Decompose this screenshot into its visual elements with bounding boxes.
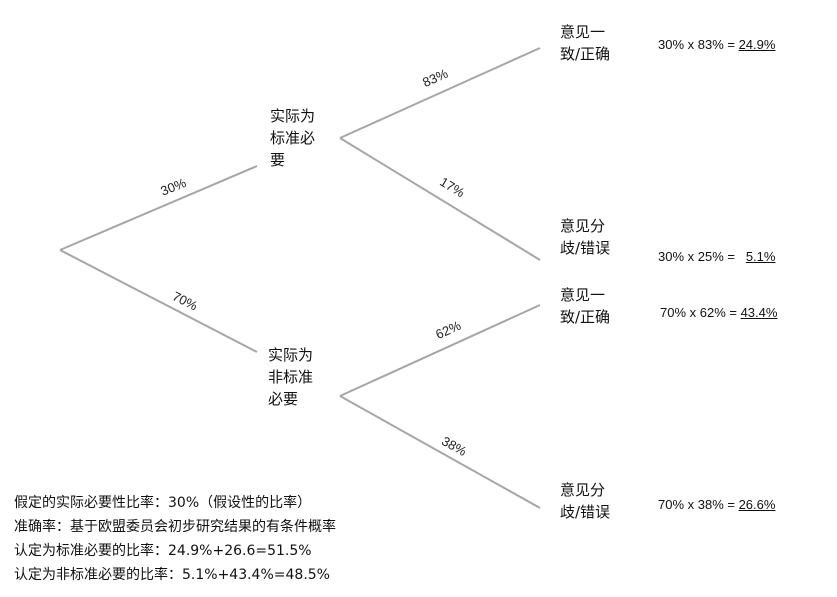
branch-line-30 bbox=[59, 165, 258, 251]
node-disagree-2: 意见分 歧/错误 bbox=[560, 479, 610, 523]
calc-expr: 30% x 83% = bbox=[658, 37, 739, 52]
calc-disagree-1: 30% x 25% = 5.1% bbox=[658, 249, 775, 264]
branch-label-62: 62% bbox=[433, 318, 463, 342]
note-line: 准确率：基于欧盟委员会初步研究结果的有条件概率 bbox=[14, 519, 336, 535]
calc-expr: 30% x 25% = bbox=[658, 249, 746, 264]
node-line: 非标准 bbox=[268, 368, 314, 386]
calc-result: 24.9% bbox=[738, 37, 776, 52]
branch-label-38: 38% bbox=[439, 433, 469, 459]
calc-result: 43.4% bbox=[740, 305, 778, 320]
note-line: 认定为标准必要的比率：24.9%+26.6=51.5% bbox=[14, 543, 312, 559]
calc-expr: 70% x 38% = bbox=[658, 497, 739, 512]
calc-disagree-2: 70% x 38% = 26.6% bbox=[658, 497, 775, 512]
calc-result: 5.1% bbox=[745, 249, 776, 264]
node-line: 意见分 bbox=[560, 217, 606, 235]
node-agree-2: 意见一 致/正确 bbox=[560, 284, 610, 328]
branch-line-17 bbox=[339, 137, 541, 261]
node-line: 实际为 bbox=[270, 107, 316, 125]
branch-line-38 bbox=[339, 395, 541, 509]
branch-label-83: 83% bbox=[420, 66, 450, 90]
node-line: 歧/错误 bbox=[560, 239, 611, 257]
calc-result: 26.6% bbox=[738, 497, 776, 512]
node-line: 意见一 bbox=[560, 286, 606, 304]
branch-line-62 bbox=[339, 304, 541, 397]
node-line: 意见分 bbox=[560, 481, 606, 499]
node-line: 歧/错误 bbox=[560, 503, 611, 521]
node-actual-essential: 实际为 标准必 要 bbox=[270, 105, 315, 171]
calc-agree-1: 30% x 83% = 24.9% bbox=[658, 37, 775, 52]
node-disagree-1: 意见分 歧/错误 bbox=[560, 215, 610, 259]
notes-block: 假定的实际必要性比率：30%（假设性的比率） 准确率：基于欧盟委员会初步研究结果… bbox=[14, 491, 336, 587]
node-line: 意见一 bbox=[560, 23, 606, 41]
branch-label-30: 30% bbox=[158, 175, 188, 199]
node-actual-not-essential: 实际为 非标准 必要 bbox=[268, 344, 313, 410]
calc-expr: 70% x 62% = bbox=[660, 305, 741, 320]
branch-line-70 bbox=[59, 249, 258, 353]
note-line: 假定的实际必要性比率：30%（假设性的比率） bbox=[14, 495, 312, 511]
branch-label-17: 17% bbox=[437, 174, 467, 200]
note-line: 认定为非标准必要的比率：5.1%+43.4%=48.5% bbox=[14, 567, 330, 583]
node-line: 标准必 bbox=[270, 129, 316, 147]
node-line: 要 bbox=[270, 151, 286, 169]
calc-agree-2: 70% x 62% = 43.4% bbox=[660, 305, 777, 320]
node-line: 必要 bbox=[268, 390, 299, 408]
branch-line-83 bbox=[339, 47, 541, 139]
node-line: 致/正确 bbox=[560, 45, 611, 63]
node-agree-1: 意见一 致/正确 bbox=[560, 21, 610, 65]
node-line: 实际为 bbox=[268, 346, 314, 364]
node-line: 致/正确 bbox=[560, 308, 611, 326]
